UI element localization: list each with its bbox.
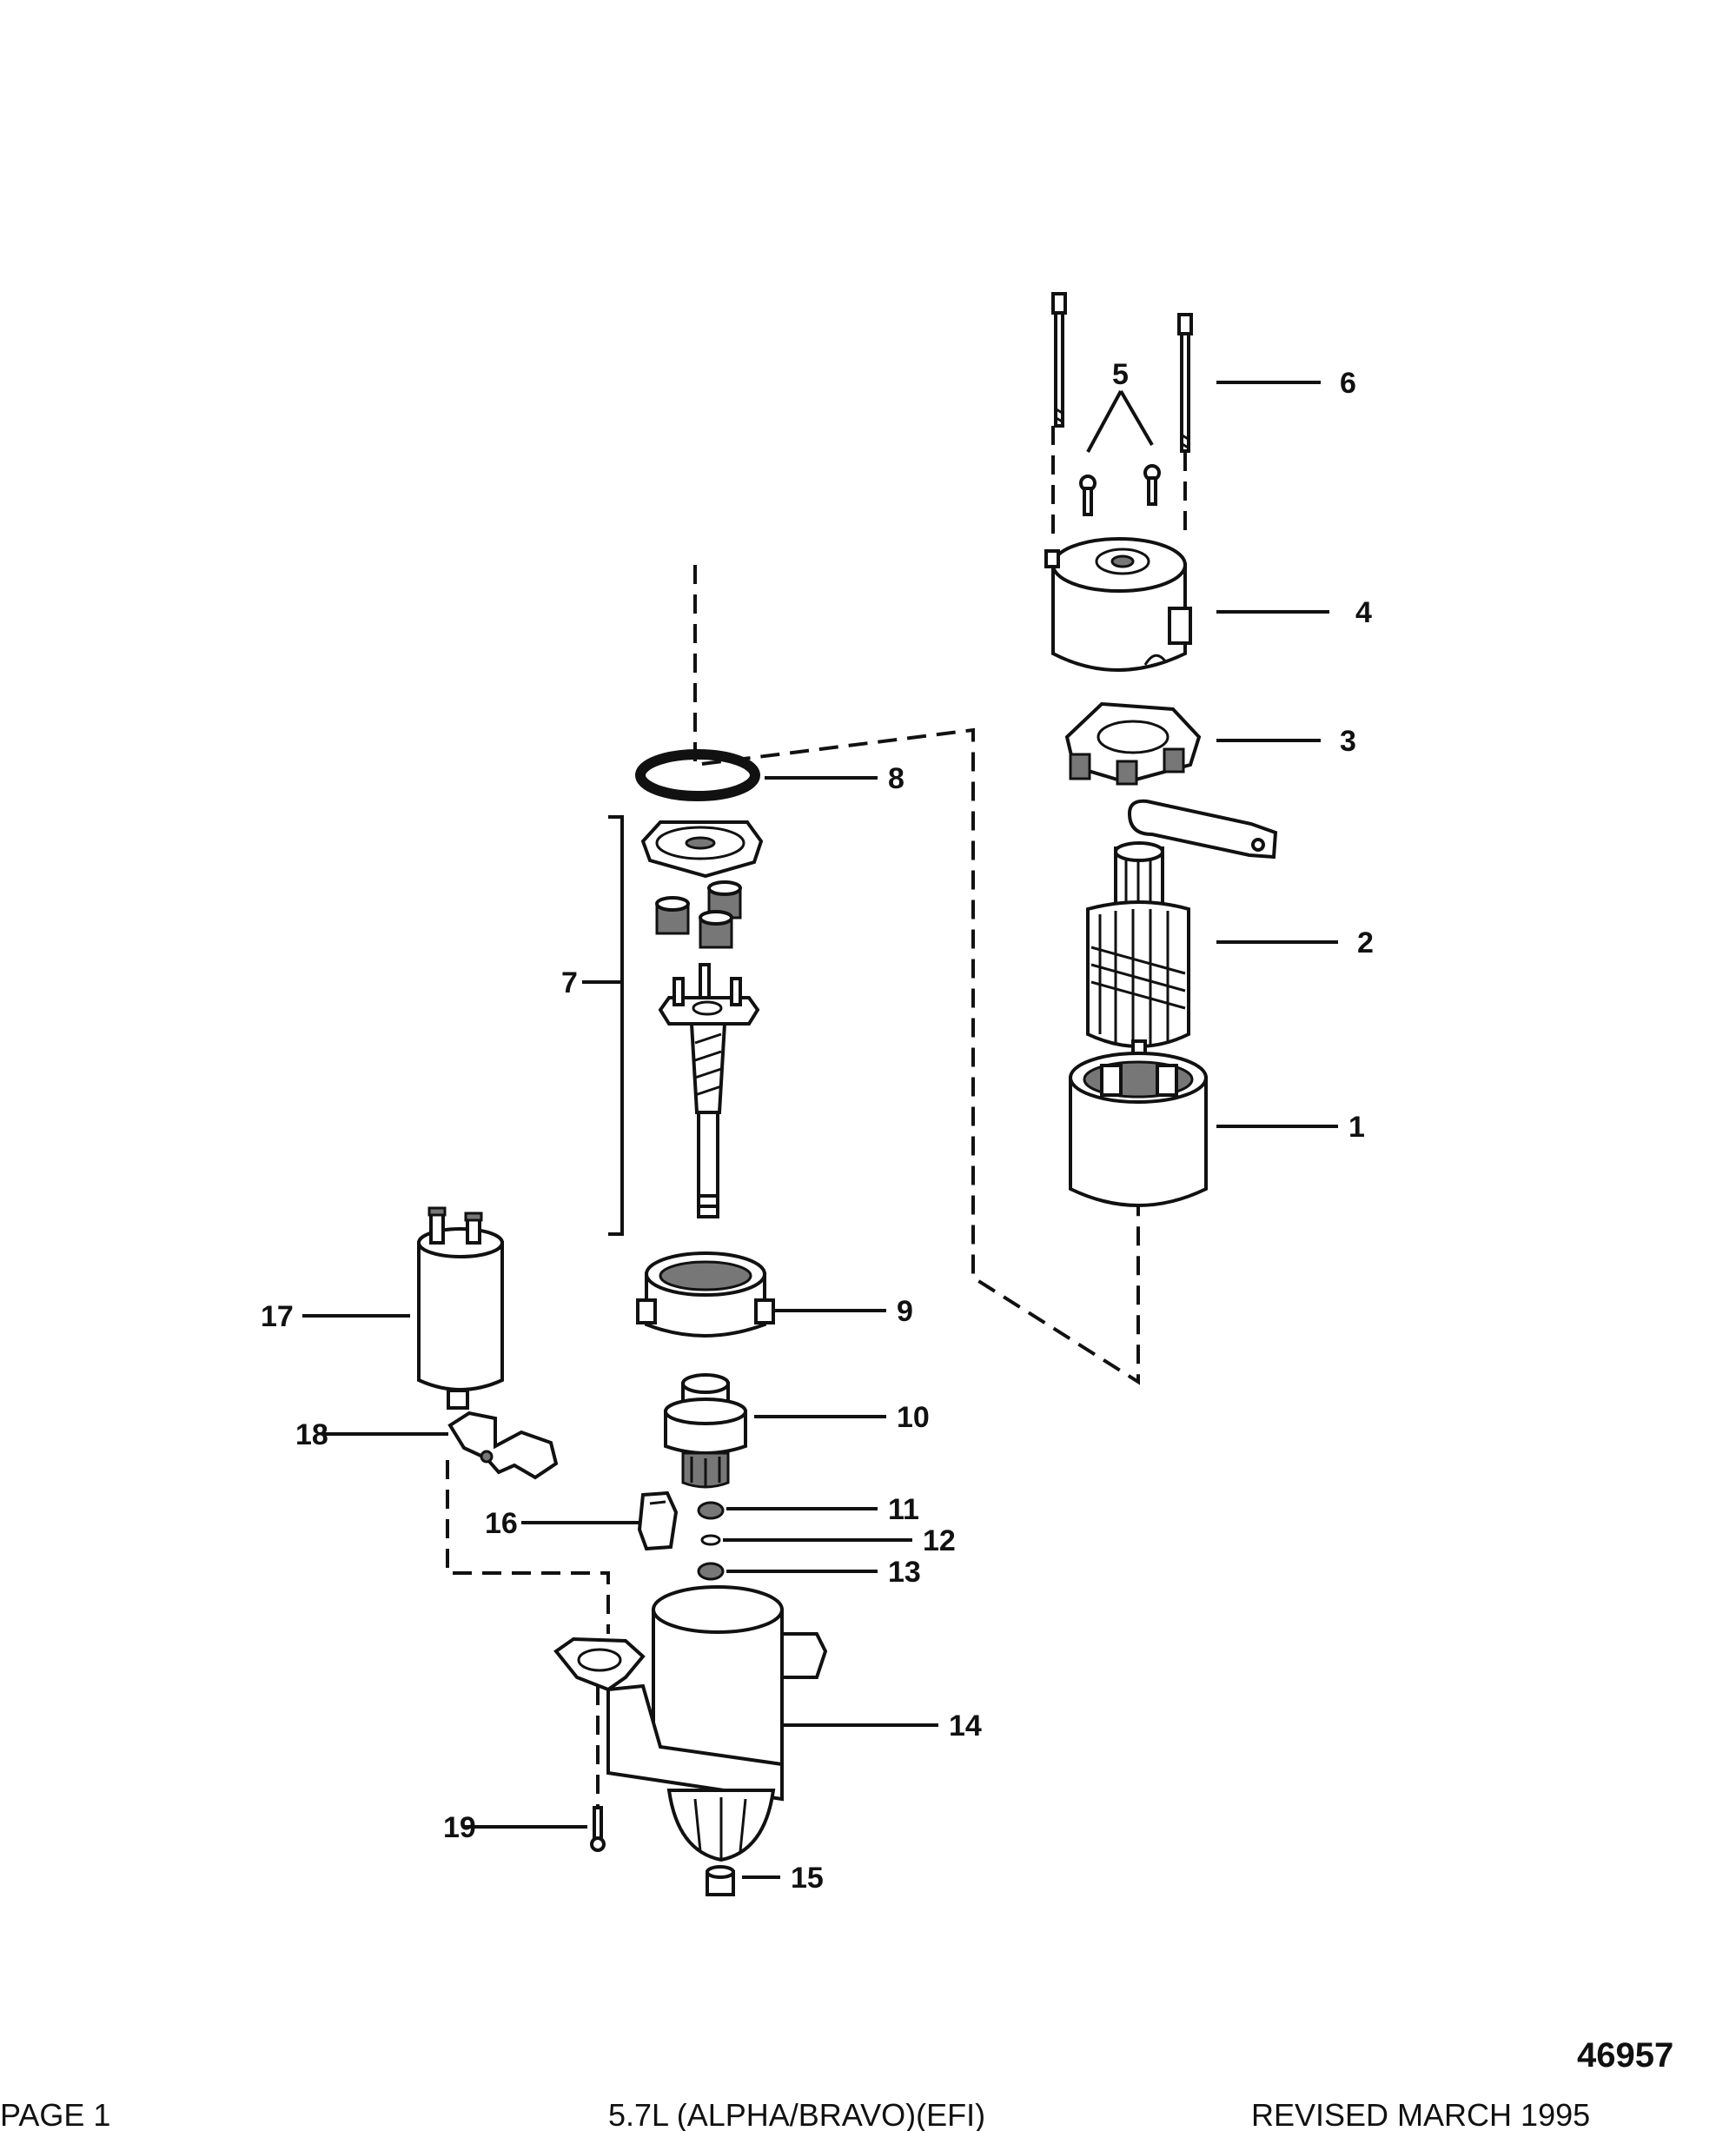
field-frame xyxy=(1069,1052,1208,1207)
o-ring xyxy=(635,749,760,801)
callout-7: 7 xyxy=(561,966,578,999)
callout-9: 9 xyxy=(897,1295,913,1328)
callout-5: 5 xyxy=(1112,358,1129,391)
armature xyxy=(1086,841,1190,1067)
bushing xyxy=(706,1865,735,1896)
assembly-dashed-lines xyxy=(446,426,1187,1808)
callout-17: 17 xyxy=(261,1300,294,1333)
footer-left: PAGE 1 xyxy=(0,2097,110,2131)
ring-gear xyxy=(636,1251,775,1338)
callout-3: 3 xyxy=(1340,725,1356,758)
callout-2: 2 xyxy=(1357,926,1374,959)
callout-8: 8 xyxy=(888,762,904,795)
commutator-end-frame xyxy=(1044,537,1192,672)
leader-lines xyxy=(302,381,1338,1879)
callout-11: 11 xyxy=(888,1493,919,1526)
callout-10: 10 xyxy=(897,1401,930,1434)
pinion-stop-parts xyxy=(697,1501,725,1581)
callout-labels: 1 2 3 4 5 6 7 8 9 10 11 12 13 14 15 16 1… xyxy=(261,358,1374,1895)
housing-bolt xyxy=(590,1806,606,1852)
callout-16: 16 xyxy=(485,1507,518,1540)
through-bolts xyxy=(1051,292,1193,453)
callout-12: 12 xyxy=(923,1524,956,1557)
figure-number: 46957 xyxy=(1577,2036,1673,2075)
callout-13: 13 xyxy=(888,1556,921,1589)
callout-19: 19 xyxy=(443,1811,476,1844)
callout-18: 18 xyxy=(295,1418,328,1451)
starter-drive xyxy=(664,1373,747,1489)
brush-holder xyxy=(1064,701,1278,860)
callout-15: 15 xyxy=(791,1862,824,1895)
planetary-gear-assembly xyxy=(640,820,764,1218)
callout-6: 6 xyxy=(1340,367,1356,400)
brush-holder-screws xyxy=(1079,464,1161,516)
solenoid xyxy=(417,1206,504,1410)
callout-1: 1 xyxy=(1348,1111,1365,1144)
footer-right: REVISED MARCH 1995 xyxy=(1251,2097,1590,2131)
drive-housing xyxy=(553,1585,828,1862)
lever-support xyxy=(637,1490,679,1551)
callout-14: 14 xyxy=(949,1709,982,1743)
shift-fork xyxy=(447,1411,559,1480)
callout-4: 4 xyxy=(1355,596,1372,629)
footer-center: 5.7L (ALPHA/BRAVO)(EFI) xyxy=(608,2097,985,2131)
